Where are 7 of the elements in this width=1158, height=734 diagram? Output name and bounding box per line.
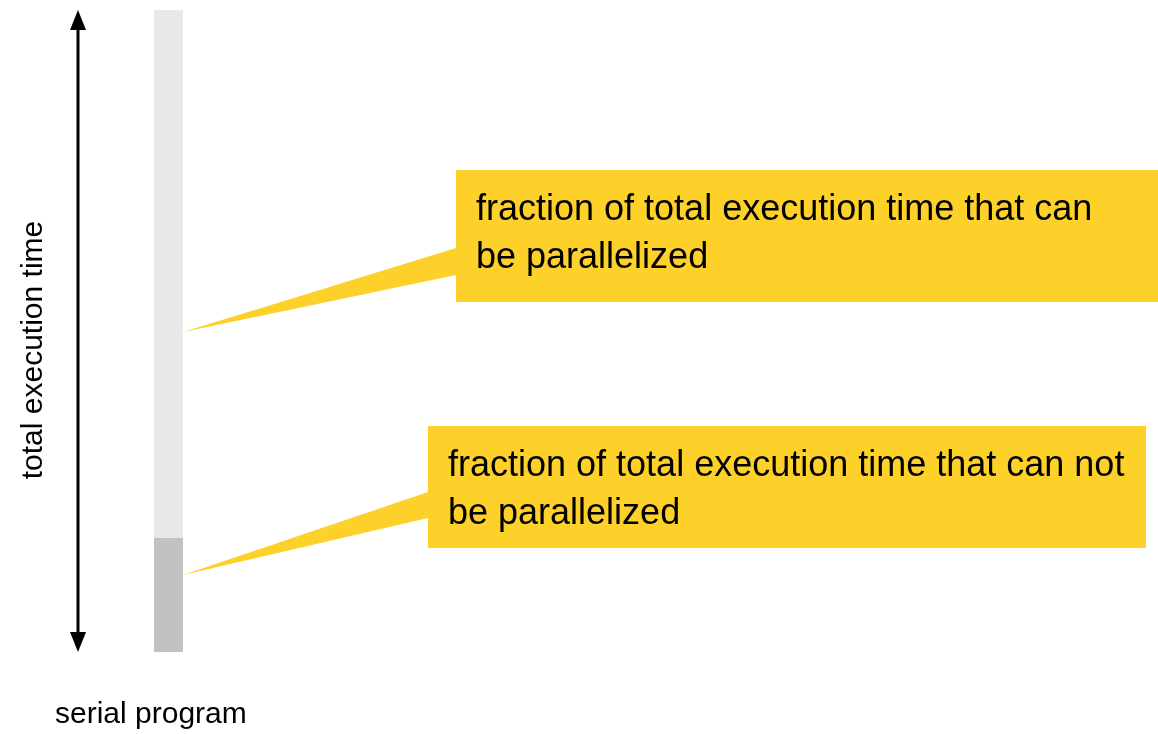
bar-segment (154, 10, 183, 538)
bar-segment (154, 538, 183, 652)
callout-box: fraction of total execution time that can not be parallelized (428, 426, 1146, 548)
axis-label: total execution time (15, 220, 49, 480)
caption-label: serial program (55, 696, 247, 730)
callout-box: fraction of total execution time that can be parallelized (456, 170, 1158, 302)
callout-pointer (183, 492, 428, 575)
